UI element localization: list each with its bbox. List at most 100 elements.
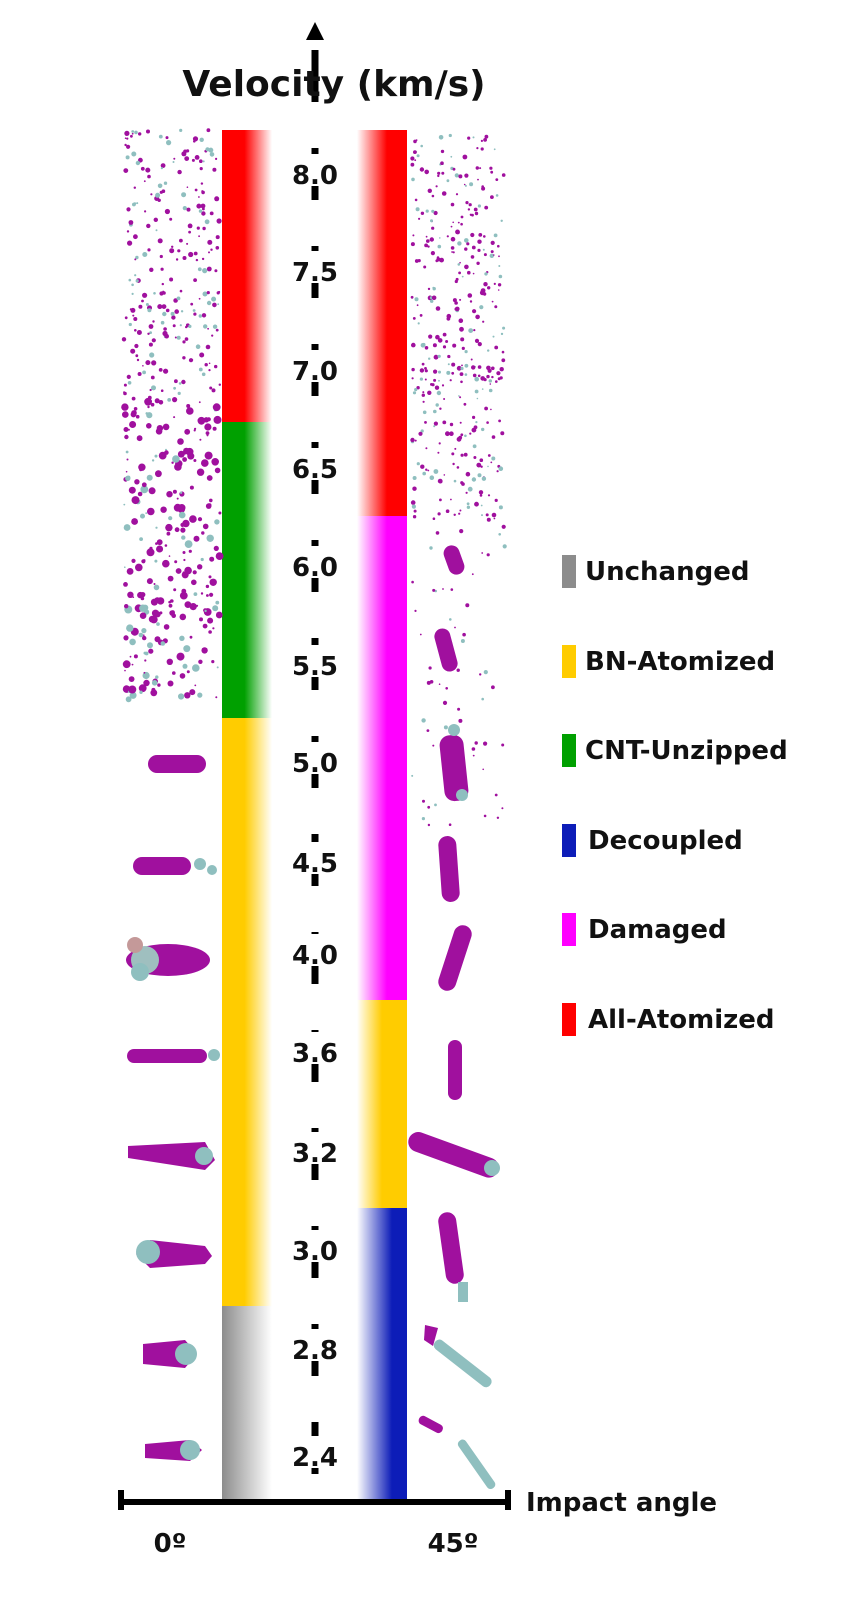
debris-particle (131, 518, 139, 525)
debris-particle (472, 272, 475, 275)
debris-particle (131, 496, 140, 505)
debris-particle (164, 208, 170, 215)
debris-particle (165, 448, 167, 451)
debris-particle (458, 718, 463, 723)
tube-snapshot-0-4.0 (126, 937, 210, 981)
debris-particle (475, 314, 480, 320)
debris-particle (483, 138, 487, 142)
debris-particle (206, 475, 213, 481)
debris-particle (183, 645, 191, 653)
debris-particle (200, 592, 204, 595)
debris-particle (126, 374, 131, 379)
debris-particle (489, 166, 493, 170)
debris-particle (456, 466, 460, 469)
debris-particle (156, 547, 161, 552)
debris-particle (212, 627, 215, 630)
debris-particle (502, 544, 507, 549)
debris-particle (464, 350, 468, 354)
debris-particle (182, 551, 186, 554)
debris-particle (434, 385, 440, 390)
debris-particle (452, 462, 455, 466)
debris-particle (142, 635, 147, 641)
debris-particle (428, 357, 431, 360)
debris-particle (487, 368, 492, 373)
debris-particle (454, 301, 458, 305)
debris-particle (157, 683, 161, 687)
debris-particle (146, 548, 155, 557)
debris-particle (159, 611, 163, 615)
debris-particle (204, 451, 213, 460)
debris-particle (472, 754, 475, 757)
debris-particle (477, 239, 482, 244)
debris-particle (434, 803, 437, 807)
debris-particle (435, 306, 441, 311)
debris-particle (484, 272, 488, 276)
debris-particle (202, 226, 206, 231)
debris-particle (201, 372, 206, 377)
legend-label: CNT-Unzipped (585, 736, 788, 766)
legend-label: All-Atomized (588, 1005, 775, 1035)
debris-particle (460, 481, 464, 485)
debris-particle (203, 324, 208, 329)
debris-particle (433, 409, 437, 414)
debris-particle (449, 618, 452, 621)
debris-particle (125, 450, 129, 454)
debris-particle (202, 207, 205, 211)
debris-particle (420, 464, 425, 469)
tick-label-bg (285, 1230, 345, 1262)
debris-particle (194, 684, 197, 687)
debris-particle (501, 173, 506, 177)
debris-particle (131, 151, 137, 157)
debris-particle (209, 498, 213, 503)
debris-particle (133, 317, 138, 321)
debris-particle (455, 277, 459, 281)
debris-particle (459, 509, 462, 512)
debris-particle (411, 367, 415, 372)
debris-particle (501, 524, 506, 529)
debris-particle (474, 501, 479, 507)
debris-particle (450, 588, 454, 591)
debris-particle (193, 251, 198, 256)
debris-particle (197, 564, 203, 570)
debris-particle (410, 162, 415, 167)
debris-particle (169, 217, 173, 221)
debris-particle (154, 636, 161, 643)
debris-particle (431, 226, 435, 230)
debris-particle (451, 452, 455, 456)
debris-particle (152, 320, 155, 323)
debris-particle (419, 314, 423, 317)
impact-angle-label: Impact angle (526, 1488, 717, 1518)
debris-particle (464, 184, 467, 187)
debris-particle (457, 707, 461, 711)
debris-particle (437, 338, 443, 343)
debris-particle (430, 219, 433, 223)
debris-particle (189, 603, 197, 611)
debris-particle (179, 289, 183, 293)
debris-particle (430, 383, 433, 386)
debris-particle (498, 533, 502, 536)
debris-particle (166, 140, 172, 146)
debris-particle (476, 397, 479, 400)
debris-particle (180, 310, 184, 313)
debris-particle (197, 692, 203, 698)
debris-particle (177, 169, 182, 175)
legend-swatch (562, 824, 576, 857)
debris-particle (172, 489, 177, 494)
debris-particle (200, 203, 206, 209)
debris-particle (133, 186, 136, 189)
debris-particle (182, 356, 186, 360)
debris-particle (426, 729, 430, 732)
debris-particle (481, 388, 484, 390)
debris-particle (179, 238, 183, 243)
debris-particle (500, 219, 503, 222)
debris-particle (458, 271, 461, 275)
debris-particle (139, 690, 143, 694)
debris-particle (459, 396, 462, 399)
debris-particle (432, 744, 435, 747)
debris-particle (161, 282, 164, 286)
debris-particle (147, 248, 151, 252)
debris-particle (184, 692, 191, 699)
regime-unchanged-0 (222, 1306, 272, 1502)
debris-particle (472, 373, 477, 378)
debris-particle (464, 363, 469, 368)
